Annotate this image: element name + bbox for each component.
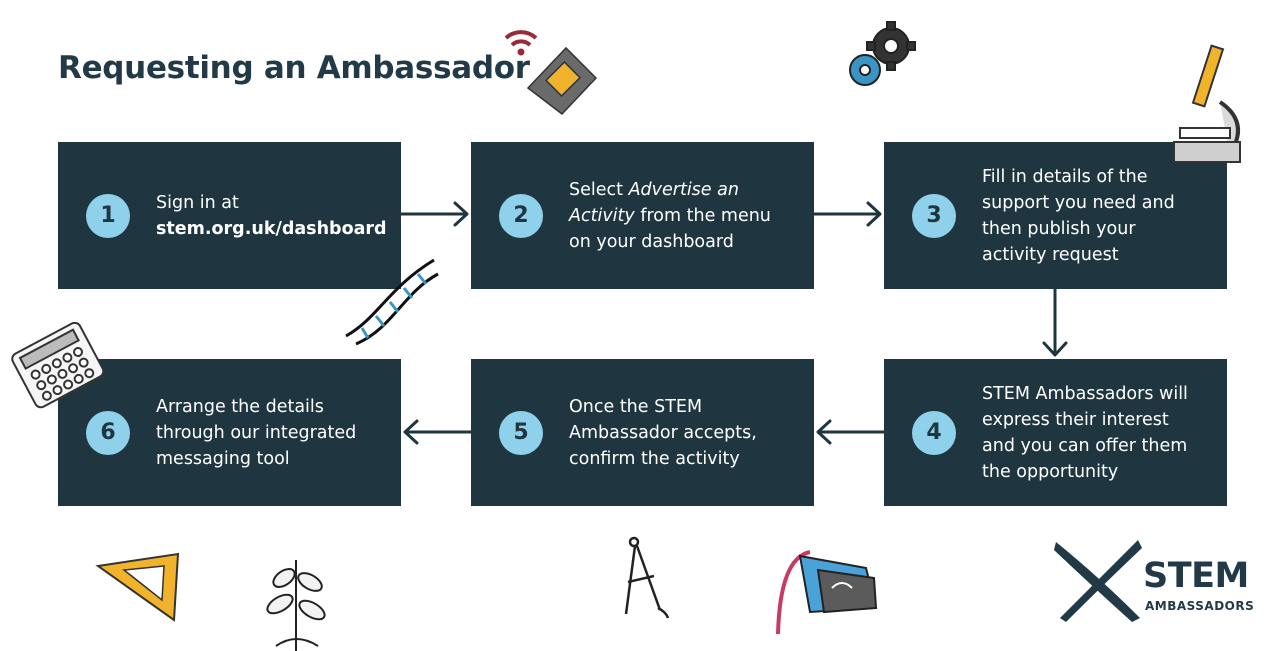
step-2-text: Select Advertise an Activity from the me…	[569, 177, 804, 255]
step-1-url: stem.org.uk/dashboard	[156, 218, 387, 239]
plant-icon	[266, 560, 326, 651]
step-6-text: Arrange the details through our integrat…	[156, 396, 357, 469]
page-title: Requesting an Ambassador	[58, 50, 530, 86]
step-6-box: 6 Arrange the details through our integr…	[58, 359, 401, 506]
step-2-italic-1: Advertise an	[628, 179, 739, 200]
step-2-post: from the menu	[634, 205, 771, 226]
step-number-2: 2	[499, 193, 543, 238]
step-number-1: 1	[86, 193, 130, 238]
microscope-icon	[1173, 44, 1241, 163]
step-3-box: 3 Fill in details of the support you nee…	[884, 142, 1227, 289]
step-2-line-3: on your dashboard	[569, 231, 734, 252]
step-1-line-1: Sign in at	[156, 192, 239, 213]
gears-icon	[849, 21, 916, 86]
step-number-5: 5	[499, 410, 543, 455]
arrow-4-to-5	[816, 419, 886, 445]
arrow-1-to-2	[399, 201, 469, 227]
step-5-box: 5 Once the STEM Ambassador accepts, conf…	[471, 359, 814, 506]
step-number-3: 3	[912, 193, 956, 238]
set-square-icon	[95, 552, 180, 622]
stem-logo-mark	[1054, 540, 1142, 622]
step-1-box: 1 Sign in at stem.org.uk/dashboard	[58, 142, 401, 289]
dna-icon	[345, 258, 439, 346]
sim-card-icon	[504, 30, 598, 116]
step-4-text: STEM Ambassadors will express their inte…	[982, 383, 1188, 482]
arrow-5-to-6	[403, 419, 473, 445]
step-5-text: Once the STEM Ambassador accepts, confir…	[569, 396, 757, 469]
arrow-2-to-3	[812, 201, 882, 227]
step-2-pre: Select	[569, 179, 629, 200]
stem-logo-subtitle: AMBASSADORS	[1145, 599, 1255, 613]
vr-headset-icon	[776, 550, 878, 635]
calculator-icon	[11, 322, 105, 409]
step-number-6: 6	[86, 410, 130, 455]
step-2-box: 2 Select Advertise an Activity from the …	[471, 142, 814, 289]
step-1-text: Sign in at stem.org.uk/dashboard	[156, 190, 391, 242]
step-4-box: 4 STEM Ambassadors will express their in…	[884, 359, 1227, 506]
compass-icon	[624, 536, 670, 619]
step-3-text: Fill in details of the support you need …	[982, 166, 1175, 265]
step-2-italic-2: Activity	[569, 205, 635, 226]
step-number-4: 4	[912, 410, 956, 455]
arrow-3-to-4	[1042, 287, 1068, 357]
stem-logo-word: STEM	[1143, 556, 1249, 596]
